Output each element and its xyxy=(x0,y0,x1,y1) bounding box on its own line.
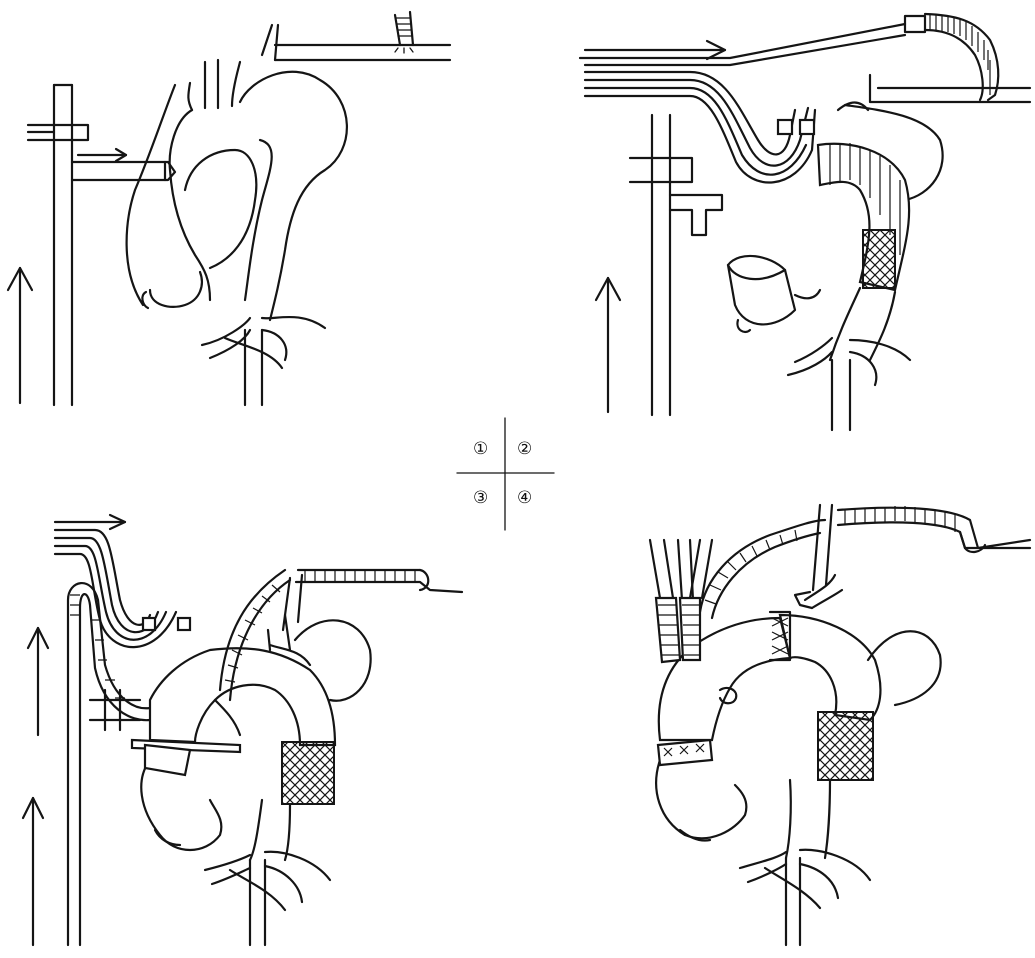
flow-arrow xyxy=(78,149,126,161)
flow-arrow xyxy=(23,798,43,945)
aortic-arch xyxy=(650,505,1030,945)
aortic-arch xyxy=(127,12,450,405)
panel-label-2: ② xyxy=(517,439,532,459)
panel-label-3: ③ xyxy=(473,488,488,508)
perfusion-cannula xyxy=(630,115,722,415)
flow-arrow xyxy=(28,628,48,735)
panel-2 xyxy=(580,14,1030,430)
bypass-tubing xyxy=(55,515,190,647)
perfusion-cannula xyxy=(28,85,175,405)
panel-3 xyxy=(23,515,462,945)
panel-4 xyxy=(650,505,1030,945)
panel-index-key: ① ② ③ ④ xyxy=(457,418,554,530)
panel-label-4: ④ xyxy=(517,488,532,508)
panel-1 xyxy=(8,12,450,405)
flow-arrow xyxy=(8,268,32,403)
panel-label-1: ① xyxy=(473,439,488,459)
flow-arrow xyxy=(596,278,620,412)
aortic-arch xyxy=(728,75,1030,430)
